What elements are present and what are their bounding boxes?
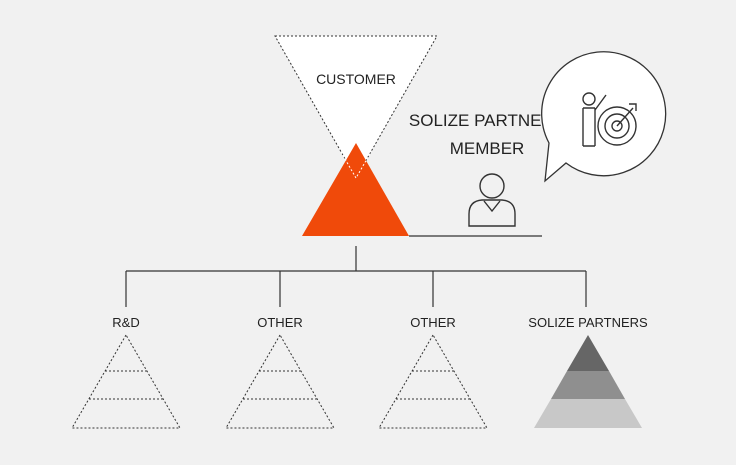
branch-label-rd: R&D (112, 315, 139, 330)
pyramid-tier-bottom (534, 399, 642, 428)
speech-bubble-icon (541, 51, 667, 183)
pyramid-rd (71, 334, 181, 429)
pyramid-tier-middle (551, 371, 625, 399)
branch-label-solize-partners: SOLIZE PARTNERS (528, 315, 648, 330)
branch-connectors (125, 246, 587, 307)
pyramid-tier-top (567, 335, 609, 371)
member-label-line1: SOLIZE PARTNERS (409, 111, 565, 130)
branch-label-other-2: OTHER (410, 315, 456, 330)
member-label-line2: MEMBER (450, 139, 525, 158)
customer-funnel (274, 35, 438, 180)
pyramid-other-2 (378, 334, 488, 429)
pyramid-other-1 (225, 334, 335, 429)
pyramid-solize-partners (534, 335, 642, 428)
customer-label: CUSTOMER (316, 71, 396, 87)
presenter-target-icon (582, 92, 637, 147)
branch-label-other-1: OTHER (257, 315, 303, 330)
person-icon (468, 173, 516, 227)
member-triangle (302, 143, 409, 236)
